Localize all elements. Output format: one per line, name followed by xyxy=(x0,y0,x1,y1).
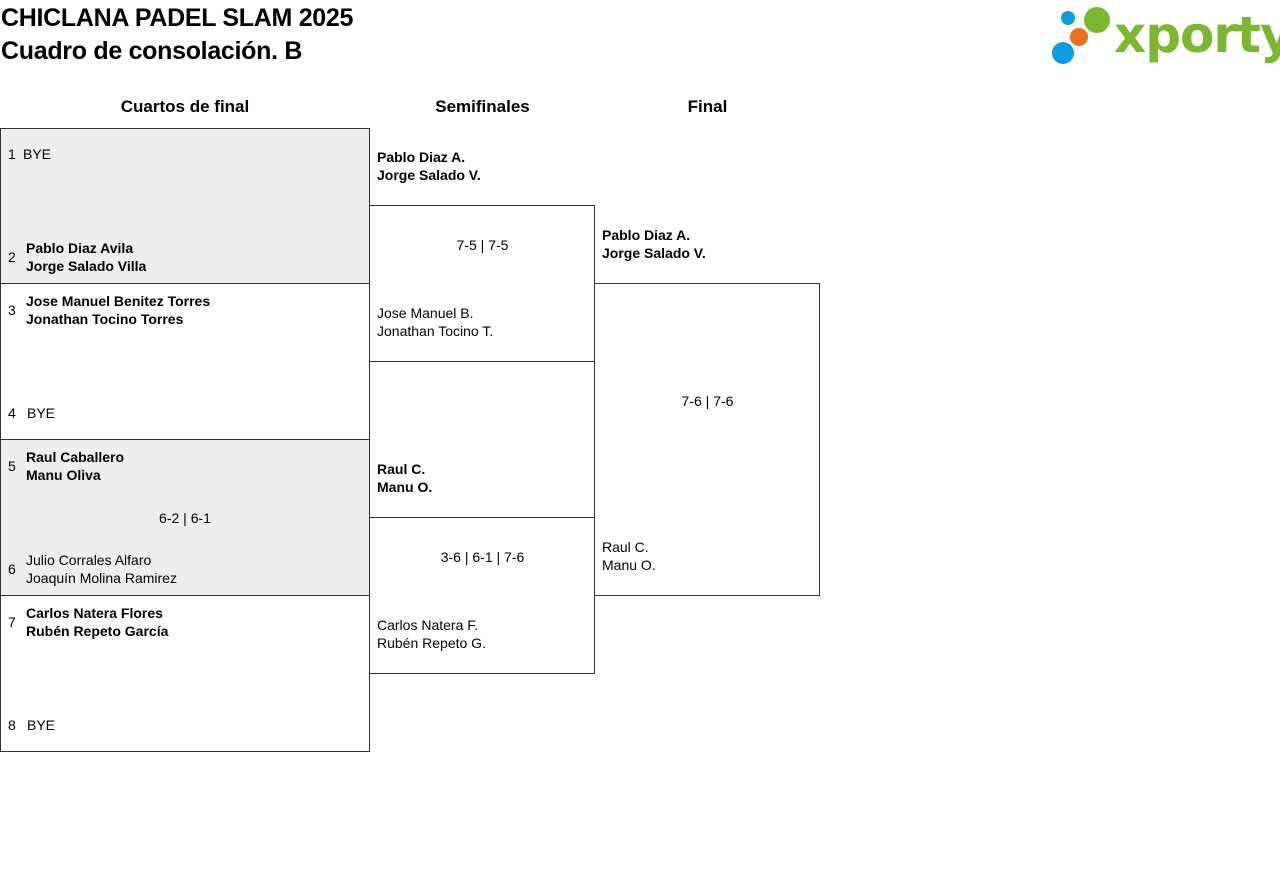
seed-number: 5 xyxy=(8,458,16,474)
player-name: Jonathan Tocino T. xyxy=(377,323,494,339)
match-score: 3-6 | 6-1 | 7-6 xyxy=(440,549,525,565)
player-name: Jorge Salado Villa xyxy=(26,258,147,274)
player-name: Joaquín Molina Ramirez xyxy=(26,570,177,586)
player-name: Pablo Diaz A. xyxy=(377,149,466,165)
team-entry: Raul C. Manu O. xyxy=(377,460,432,496)
player-name: BYE xyxy=(27,405,56,421)
player-name: Manu O. xyxy=(602,557,656,573)
seed-number: 6 xyxy=(8,561,16,577)
match-score: 6-2 | 6-1 xyxy=(159,510,211,526)
seed-number: 4 xyxy=(8,405,16,421)
player-name: Pablo Diaz A. xyxy=(602,227,691,243)
page-subtitle: Cuadro de consolación. B xyxy=(1,37,303,65)
quarter-match-3 xyxy=(0,439,370,596)
team-entry: Carlos Natera F. Rubén Repeto G. xyxy=(377,616,486,652)
seed-number: 7 xyxy=(8,614,16,630)
team-entry: Pablo Diaz A. Jorge Salado V. xyxy=(602,226,706,262)
page-title: CHICLANA PADEL SLAM 2025 xyxy=(1,4,354,32)
player-name: Carlos Natera F. xyxy=(377,617,479,633)
seed-number: 2 xyxy=(8,249,16,265)
player-name: Manu O. xyxy=(377,479,433,495)
player-name: Jonathan Tocino Torres xyxy=(26,311,184,327)
player-name: Rubén Repeto García xyxy=(26,623,169,639)
final-match xyxy=(594,283,820,596)
xporty-logo: xporty xyxy=(1050,4,1280,66)
match-score: 7-5 | 7-5 xyxy=(456,237,509,253)
team-entry: Pablo Diaz A. Jorge Salado V. xyxy=(377,148,481,184)
player-name: Manu Oliva xyxy=(26,467,101,483)
player-name: BYE xyxy=(27,717,56,733)
seed-number: 8 xyxy=(8,717,16,733)
player-name: Raul C. xyxy=(377,461,426,477)
team-entry: Raul C. Manu O. xyxy=(602,538,656,574)
player-name: Raul Caballero xyxy=(26,449,125,465)
round-header-quarters: Cuartos de final xyxy=(120,97,250,116)
seed-number: 3 xyxy=(8,302,16,318)
team-entry: BYE xyxy=(27,404,55,422)
player-name: Jorge Salado V. xyxy=(377,167,481,183)
player-name: Rubén Repeto G. xyxy=(377,635,486,651)
team-entry: BYE xyxy=(27,716,55,734)
player-name: Jose Manuel B. xyxy=(377,305,474,321)
player-name: Raul C. xyxy=(602,539,649,555)
round-header-semis: Semifinales xyxy=(435,97,530,116)
player-name: BYE xyxy=(23,146,52,162)
logo-dots-icon xyxy=(1052,7,1110,64)
seed-number: 1 xyxy=(8,146,16,162)
team-entry: BYE xyxy=(23,145,51,163)
player-name: Jorge Salado V. xyxy=(602,245,706,261)
player-name: Julio Corrales Alfaro xyxy=(26,552,152,568)
round-header-final: Final xyxy=(687,97,728,116)
logo-wordmark: xporty xyxy=(1114,6,1280,64)
match-score: 7-6 | 7-6 xyxy=(681,393,734,409)
player-name: Jose Manuel Benitez Torres xyxy=(26,293,211,309)
player-name: Carlos Natera Flores xyxy=(26,605,163,621)
team-entry: Jose Manuel B. Jonathan Tocino T. xyxy=(377,304,493,340)
player-name: Pablo Diaz Avila xyxy=(26,240,134,256)
quarter-match-1 xyxy=(0,128,370,284)
